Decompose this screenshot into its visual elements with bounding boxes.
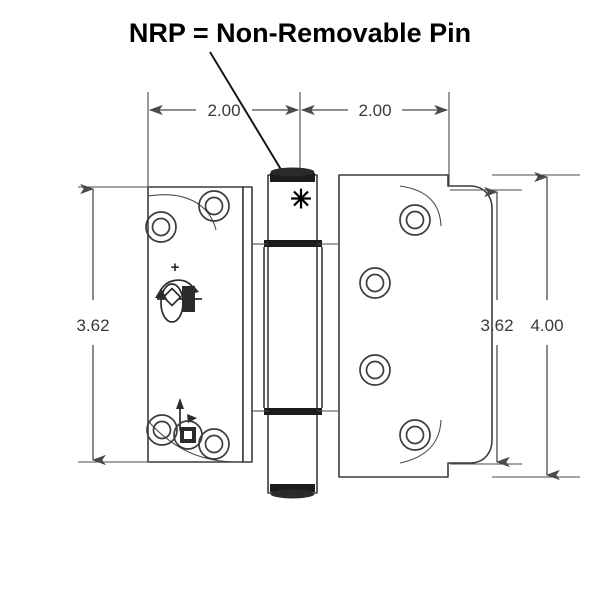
right-leaf-hole-2: [359, 267, 391, 299]
pin-barrel-body: [267, 174, 318, 494]
lateral-socket-bore: [184, 431, 192, 439]
adjust-plus-label: +: [171, 259, 180, 276]
adjust-square-drive: [162, 287, 182, 307]
right-leaf-body: [338, 174, 493, 478]
pin-barrel-bottom-cap: [270, 484, 315, 492]
left-leaf-hole-upper-left: [145, 211, 177, 243]
dim-label-right-height: 3.62: [480, 316, 513, 335]
left-leaf-sweep-top: [147, 194, 217, 231]
page-title: NRP = Non-Removable Pin: [129, 18, 471, 48]
right-leaf-hole-3: [359, 354, 391, 386]
dim-label-right-width: 2.00: [358, 101, 391, 120]
nrp-asterisk-marker: ✳: [290, 184, 312, 214]
hook-arrow-head: [176, 398, 184, 409]
dim-label-left-width: 2.00: [207, 101, 240, 120]
knuckle-band-upper: [264, 240, 322, 247]
left-leaf-sweep-bottom: [147, 420, 239, 463]
left-leaf-hole-lower-left: [146, 414, 178, 446]
right-leaf-hole-4: [399, 419, 431, 451]
right-leaf-relief-top: [399, 185, 442, 227]
pin-barrel-bottom-dome: [270, 489, 315, 499]
pin-barrel-top-dome: [270, 167, 315, 177]
lateral-adjustment-icon: [173, 398, 203, 450]
dim-label-left-height: 3.62: [76, 316, 109, 335]
right-leaf-relief-bottom: [399, 419, 442, 464]
knuckle-band-lower: [264, 408, 322, 415]
left-leaf-hole-upper-right: [198, 190, 230, 222]
left-leaf-edge: [242, 186, 253, 463]
right-leaf-hole-1: [399, 204, 431, 236]
hinge-assembly: +: [145, 167, 493, 499]
vertical-adjustment-icon: +: [155, 259, 202, 323]
lateral-socket-ring: [173, 420, 203, 450]
dim-label-overall-height: 4.00: [530, 316, 563, 335]
